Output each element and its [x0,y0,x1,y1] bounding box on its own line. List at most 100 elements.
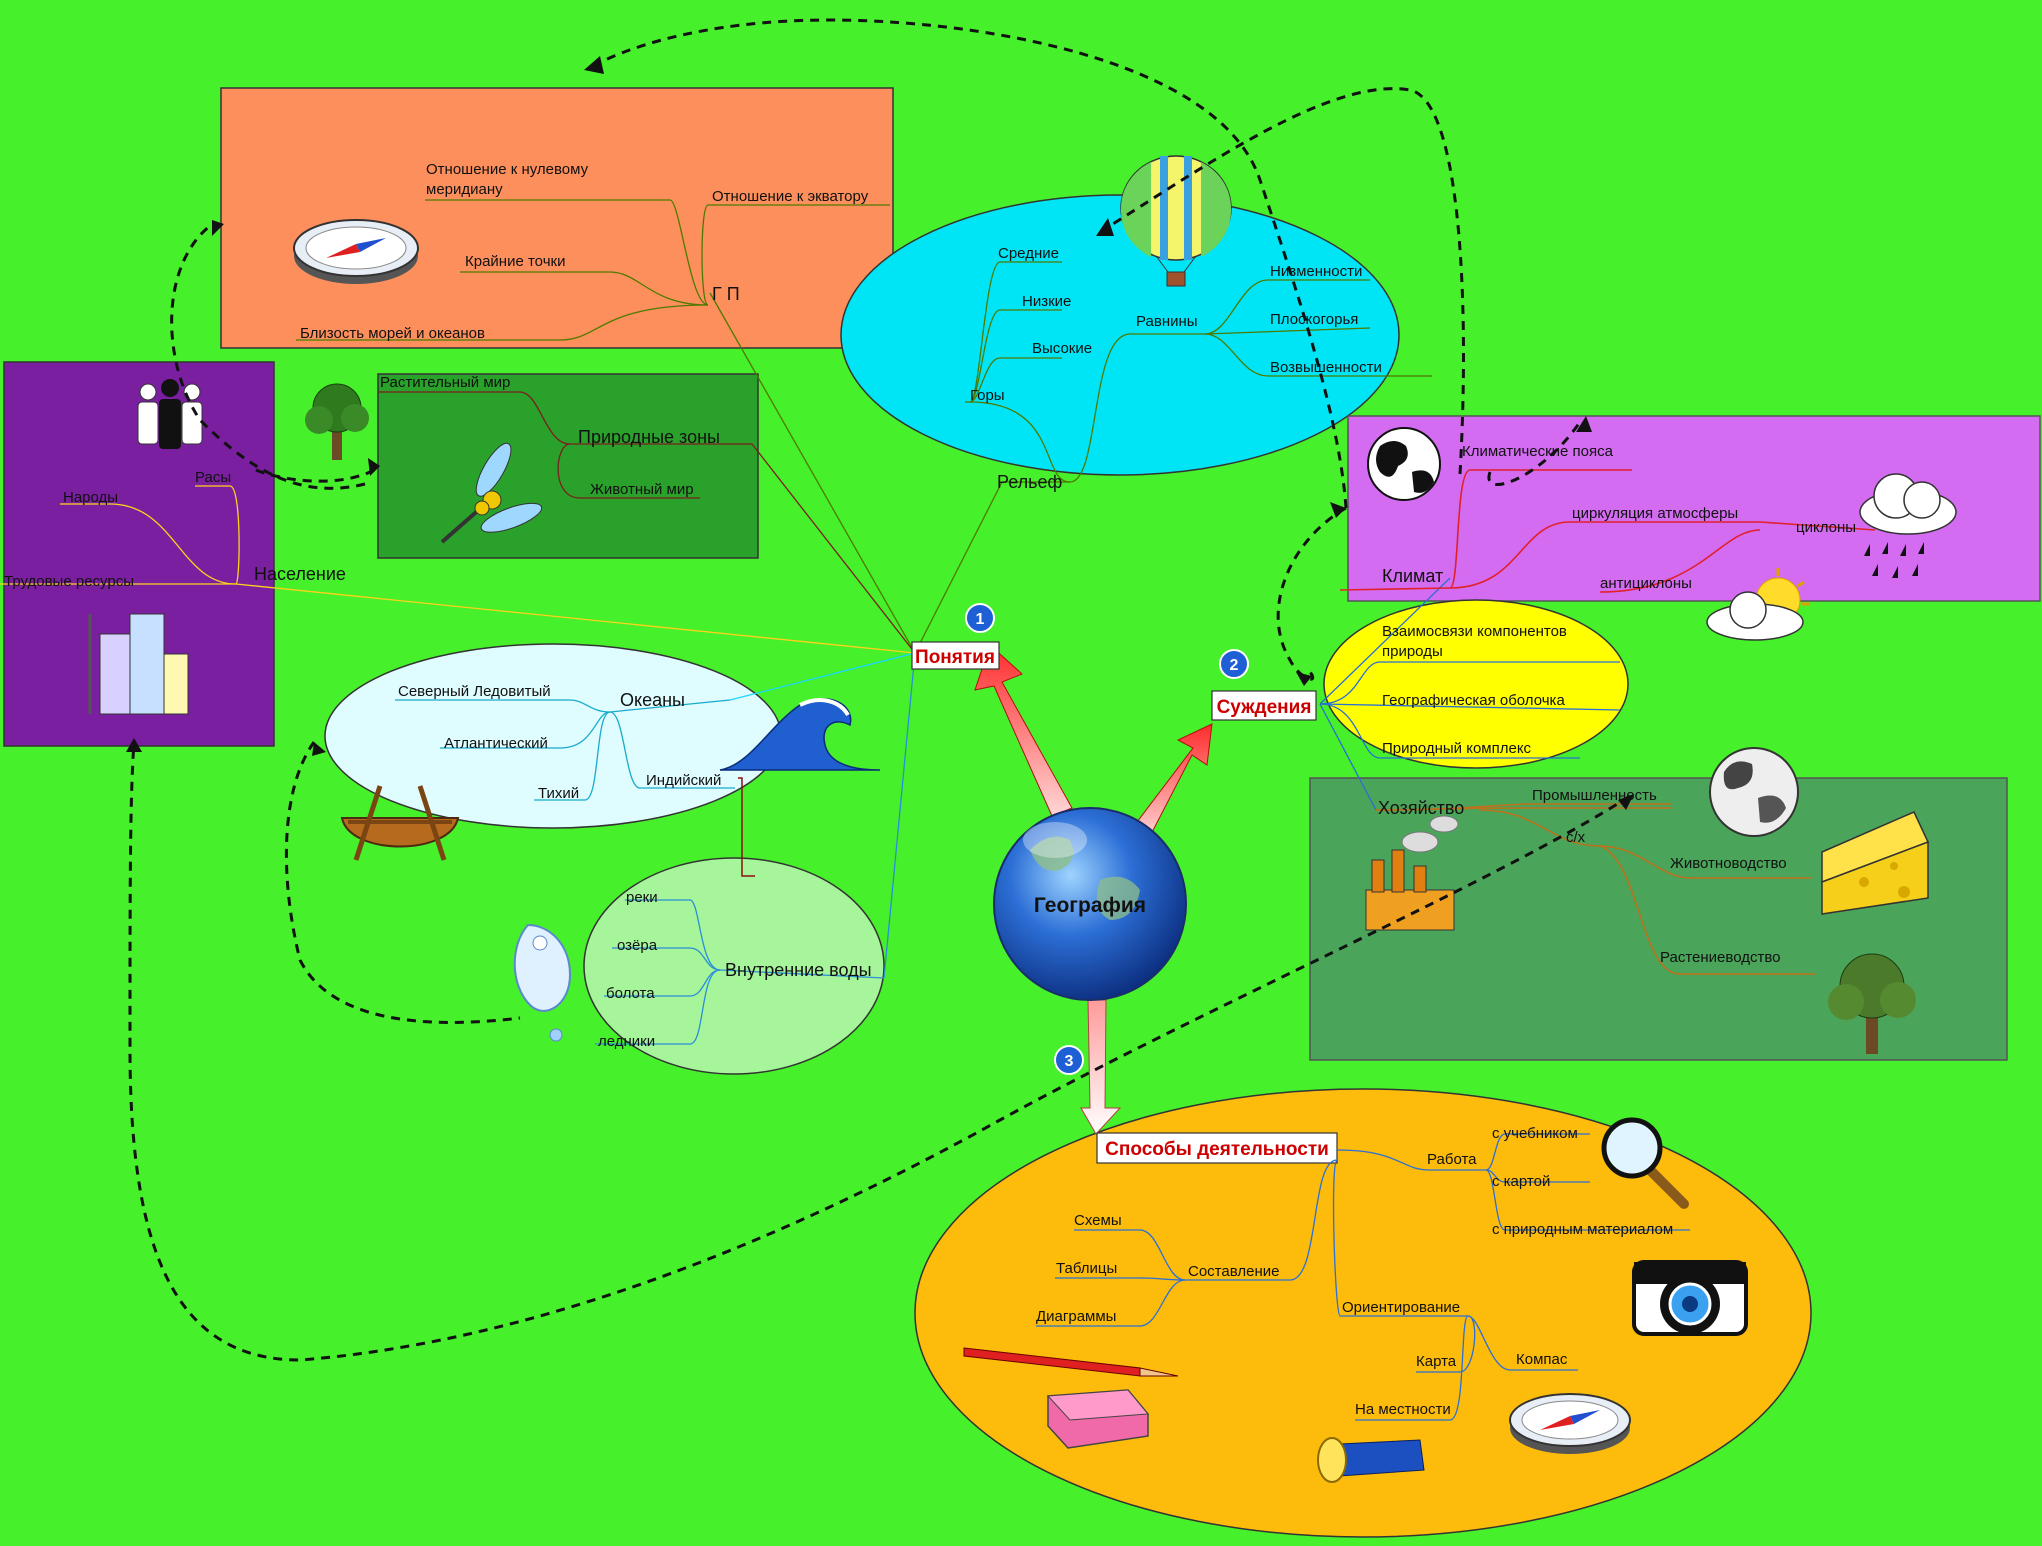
mountains-high-label: Высокие [1032,340,1092,357]
compose-label: Составление [1188,1263,1279,1280]
work-label: Работа [1427,1151,1477,1168]
nature-interrelations-label: Взаимосвязи компонентов [1382,623,1567,640]
balloon-icon [1120,155,1232,287]
population-label: Население [254,564,346,584]
gp-branch [296,199,890,341]
relief-branch [965,261,1432,483]
svg-text:1: 1 [976,611,985,628]
globe-icon [1367,427,1441,501]
badge-1: 1 [965,603,995,633]
population-labor-label: Трудовые ресурсы [4,573,134,590]
compass-icon-activities [1509,1393,1631,1454]
sun-cloud-icon [1706,568,1810,641]
relief-label: Рельеф [997,472,1063,492]
work-map-label: с картой [1492,1173,1550,1190]
plains-label: Равнины [1136,313,1198,330]
oceans-branch [395,699,735,801]
cloud-rain-icon [1859,473,1957,578]
plains-uplands-label: Возвышенности [1270,359,1382,376]
inland-swamps-label: болота [606,985,655,1002]
oceans-label: Океаны [620,690,685,710]
factory-icon [1365,815,1459,931]
water-drop-icon [513,923,572,1042]
camera-icon [1632,1260,1748,1336]
oceans-atlantic-label: Атлантический [444,735,548,752]
inland-label: Внутренние воды [725,960,872,980]
gp-equator-label: Отношение к экватору [712,188,869,205]
inland-lakes-label: озёра [617,937,658,954]
climate-cyclones-label: циклоны [1796,519,1856,536]
orient-label: Ориентирование [1342,1299,1460,1316]
climate-branch [1339,469,1876,593]
flashlight-icon [1317,1437,1425,1483]
climate-circulation-label: циркуляция атмосферы [1572,505,1738,522]
eraser-icon [1046,1389,1150,1449]
svg-text:Суждения: Суждения [1217,697,1312,718]
badge-3: 3 [1054,1045,1084,1075]
zones-plants-label: Растительный мир [380,374,510,391]
dashed-links [128,18,1631,1362]
economy-agriculture-label: с/х [1566,829,1586,846]
judgements-node[interactable]: Суждения [1211,690,1317,721]
svg-text:2: 2 [1230,657,1239,674]
activities-node[interactable]: Способы деятельности [1096,1132,1338,1164]
orient-map-label: Карта [1416,1353,1457,1370]
svg-text:Понятия: Понятия [915,647,995,668]
mountains-label: Горы [970,387,1005,404]
relief-ellipse [840,194,1400,476]
gp-extreme-points-label: Крайние точки [465,253,565,270]
economy-industry-label: Промышленность [1532,787,1657,804]
geography-globe[interactable]: География [993,807,1187,1001]
inland-waters-ellipse [583,857,885,1075]
svg-text:Способы деятельности: Способы деятельности [1105,1139,1329,1160]
dashed-link-arrowheads [126,56,1634,810]
oceans-indian-label: Индийский [646,772,721,789]
orient-compass-label: Компас [1516,1351,1568,1368]
economy-label: Хозяйство [1378,798,1464,818]
arrow-to-concepts [974,644,1073,817]
arrow-to-judgements [1133,723,1213,841]
mountains-low-label: Низкие [1022,293,1071,310]
population-peoples-label: Народы [63,489,118,506]
compose-tables-label: Таблицы [1056,1260,1117,1277]
buildings-icon [88,613,189,715]
dragonfly-icon [440,442,543,544]
magnifier-icon [1601,1117,1689,1209]
oceans-pacific-label: Тихий [538,785,579,802]
mountains-medium-label: Средние [998,245,1059,262]
tree-icon-economy [1828,953,1916,1054]
plains-lowlands-label: Низменности [1270,263,1362,280]
nature-ellipse [1323,599,1629,769]
zones-branch [378,391,752,499]
svg-text:3: 3 [1065,1053,1074,1070]
economy-branch [1375,803,1816,975]
compose-diagrams-label: Диаграммы [1036,1308,1116,1325]
gp-box [220,87,894,349]
center-label: География [1034,894,1146,917]
orient-terrain-label: На местности [1355,1401,1451,1418]
gp-seas-label: Близость морей и океанов [300,325,485,342]
climate-label: Климат [1382,566,1443,586]
oceans-arctic-label: Северный Ледовитый [398,683,551,700]
economy-crops-label: Растениеводство [1660,949,1780,966]
climate-belts-label: Климатические пояса [1462,443,1614,460]
earth-photo-icon [1709,747,1799,837]
plains-plateaus-label: Плоскогорья [1270,311,1358,328]
climate-anticyclones-label: антициклоны [1600,575,1692,592]
tree-icon [305,383,369,460]
boat-icon [340,785,460,861]
nature-branch [1319,661,1621,759]
nature-interrelations-label-2: природы [1382,643,1443,660]
cheese-icon [1821,811,1930,915]
concepts-node[interactable]: Понятия [911,641,1000,670]
people-icon [137,379,203,449]
wave-icon [719,698,881,771]
gp-label: Г П [712,284,740,304]
inland-rivers-label: реки [626,889,658,906]
population-races-label: Расы [195,469,231,486]
zones-label: Природные зоны [578,427,720,447]
oceans-inland-link [738,777,755,877]
population-branch [0,485,240,585]
zones-animals-label: Животный мир [590,481,694,498]
